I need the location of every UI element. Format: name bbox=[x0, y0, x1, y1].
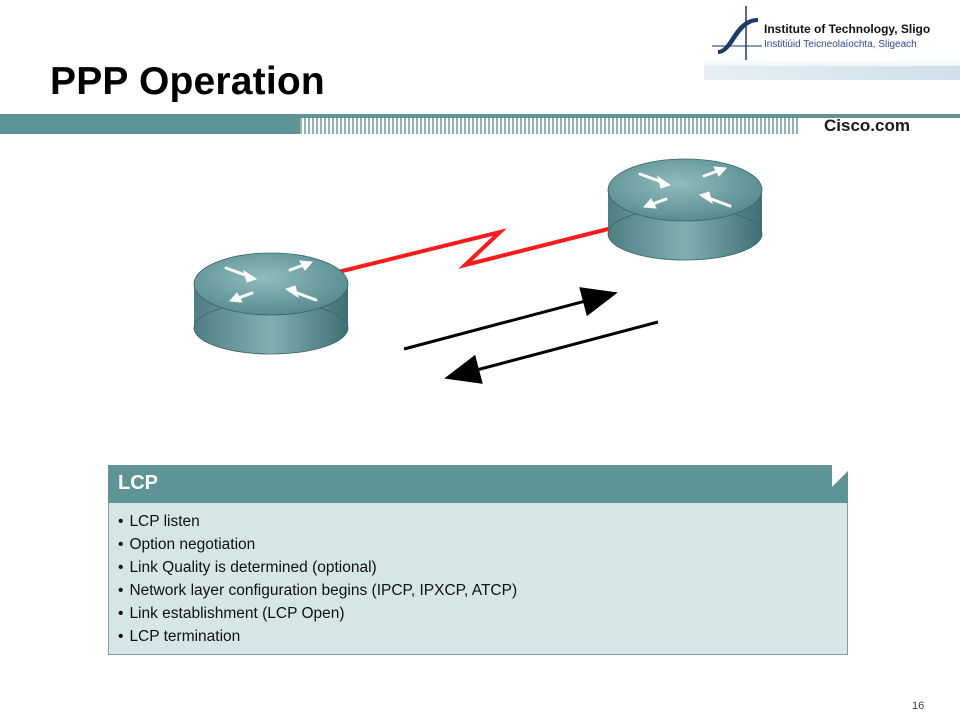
logo-underbar bbox=[704, 66, 960, 80]
serial-link bbox=[337, 226, 613, 274]
router-right-icon bbox=[607, 158, 763, 261]
lcp-heading: LCP bbox=[118, 472, 158, 494]
lcp-list: LCP listen Option negotiation Link Quali… bbox=[118, 510, 517, 648]
cisco-logo-text: Cisco.com bbox=[824, 116, 910, 135]
list-item: Link Quality is determined (optional) bbox=[118, 556, 517, 579]
list-item: Link establishment (LCP Open) bbox=[118, 602, 517, 625]
ppp-diagram bbox=[193, 158, 763, 384]
header-bar bbox=[0, 114, 960, 134]
arrow-to-left bbox=[444, 320, 659, 384]
institute-logo-icon bbox=[712, 6, 762, 60]
list-item: Network layer configuration begins (IPCP… bbox=[118, 579, 517, 602]
lcp-header-corner bbox=[832, 465, 848, 503]
arrow-to-right bbox=[403, 287, 618, 351]
page-title: PPP Operation bbox=[50, 60, 325, 103]
institute-name: Institute of Technology, Sligo bbox=[764, 22, 931, 36]
router-left-icon bbox=[193, 252, 349, 355]
list-item: LCP listen bbox=[118, 510, 517, 533]
list-item: Option negotiation bbox=[118, 533, 517, 556]
lcp-header bbox=[108, 465, 848, 503]
list-item: LCP termination bbox=[118, 625, 517, 648]
institute-name-irish: Institiúid Teicneolaíochta, Sligeach bbox=[764, 39, 917, 50]
page-number: 16 bbox=[912, 700, 925, 712]
